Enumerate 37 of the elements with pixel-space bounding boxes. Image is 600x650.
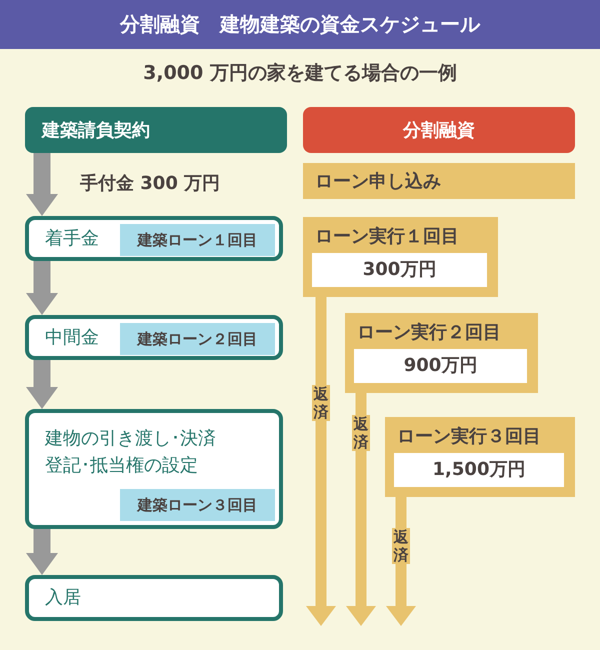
step-text: 入居	[45, 586, 81, 609]
step-text: 着手金	[45, 226, 99, 250]
amount-panel: 300万円	[312, 253, 487, 287]
loan-badge: 建築ローン３回目	[120, 489, 275, 521]
loan-execution-box	[345, 313, 538, 393]
loan-execution-box	[385, 417, 575, 497]
edge-label: 返済	[312, 385, 330, 421]
application-bar	[303, 163, 575, 199]
loan-execution-box	[303, 217, 498, 297]
title-bar: 分割融資 建物建築の資金スケジュール	[0, 0, 600, 49]
step-text: 建物の引き渡し･決済登記･抵当権の設定	[45, 427, 217, 478]
box-title: ローン実行２回目	[357, 321, 501, 344]
loan-badge: 建築ローン２回目	[120, 323, 275, 355]
arrow	[26, 153, 58, 216]
amount-panel: 1,500万円	[394, 453, 564, 487]
arrow	[26, 360, 58, 409]
arrow	[26, 529, 58, 575]
arrow	[26, 261, 58, 315]
box-title: 建築請負契約	[42, 119, 150, 142]
step-box	[25, 575, 283, 621]
contract-box	[25, 107, 287, 153]
step-box	[25, 315, 283, 360]
amount-panel: 900万円	[354, 349, 527, 383]
box-title: ローン実行１回目	[315, 225, 459, 248]
box-title: 分割融資	[402, 119, 476, 142]
edge-label: 手付金 300 万円	[80, 170, 220, 194]
step-box	[25, 216, 283, 261]
step-box	[25, 409, 283, 529]
arrow	[306, 297, 336, 626]
box-title: ローン申し込み	[315, 170, 441, 193]
box-title: ローン実行３回目	[397, 425, 541, 448]
step-text: 中間金	[45, 326, 99, 348]
loan-header-box	[303, 107, 575, 153]
subtitle: 3,000 万円の家を建てる場合の一例	[142, 61, 458, 86]
edge-label: 返済	[352, 415, 370, 451]
loan-badge: 建築ローン１回目	[120, 224, 275, 256]
edge-label: 返済	[392, 528, 410, 564]
